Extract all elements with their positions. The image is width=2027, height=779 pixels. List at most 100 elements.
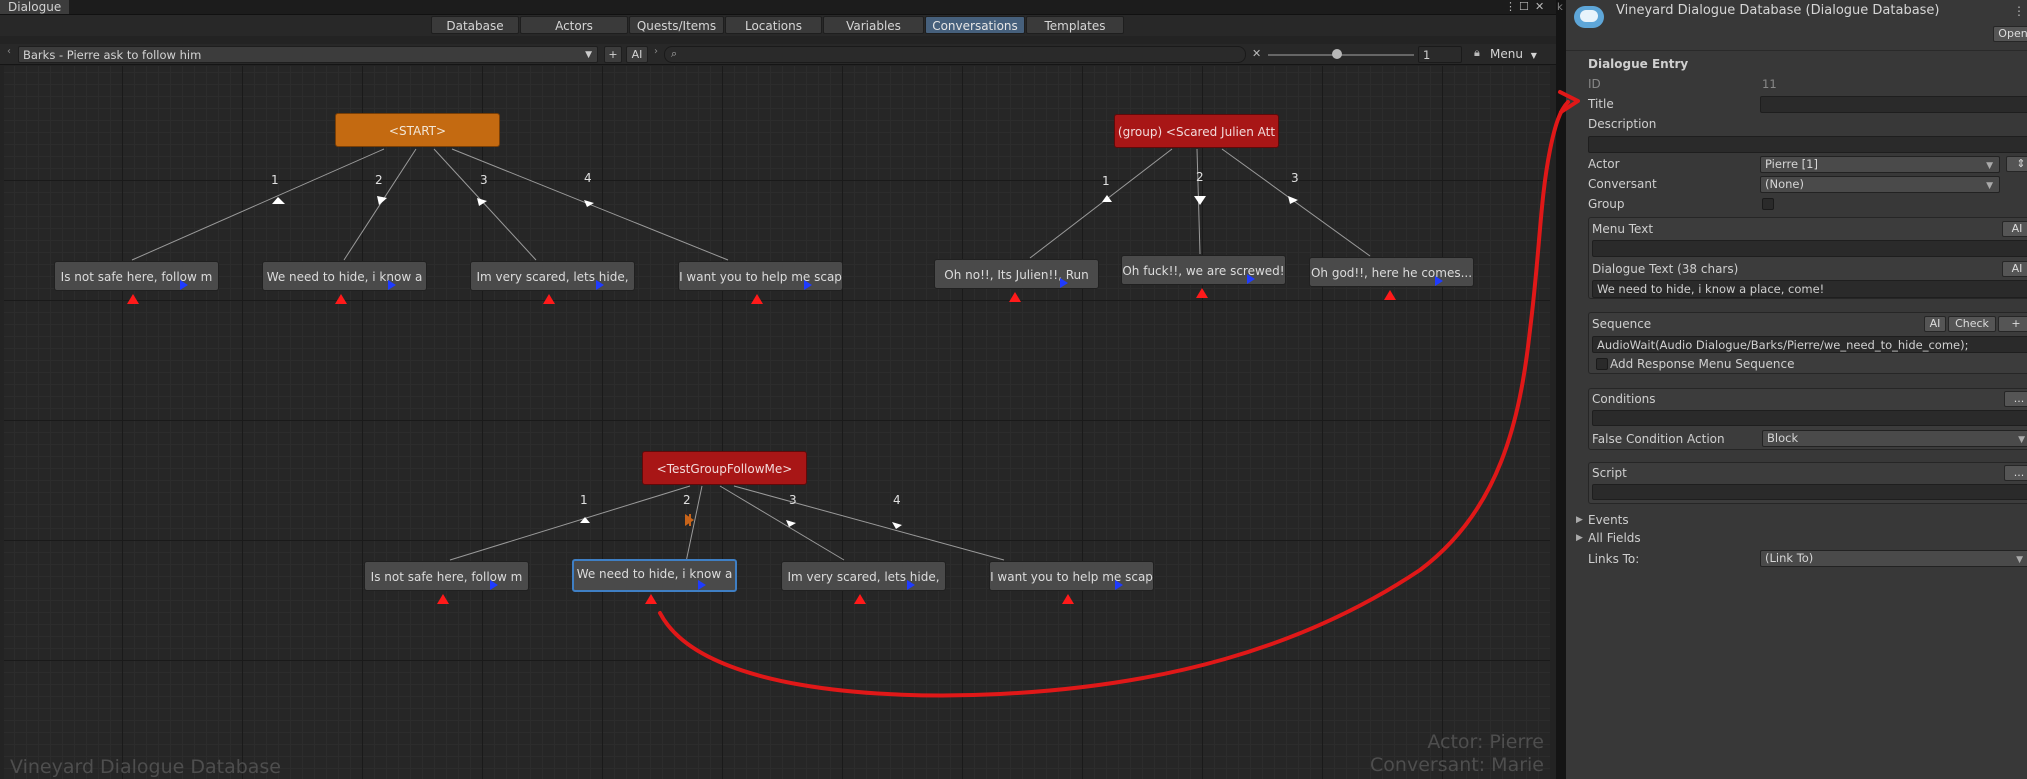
- group-checkbox[interactable]: [1762, 198, 1774, 210]
- conditions-more-button[interactable]: ...: [2004, 391, 2027, 407]
- id-value: 11: [1762, 77, 1777, 91]
- add-response-label: Add Response Menu Sequence: [1610, 357, 1795, 371]
- links-to-label: Links To:: [1588, 552, 1640, 566]
- conditions-field[interactable]: [1592, 410, 2027, 426]
- panel-divider[interactable]: k: [1556, 0, 1566, 779]
- group-node-follow[interactable]: <TestGroupFollowMe>: [642, 451, 807, 485]
- link-arrow-icon[interactable]: [1435, 276, 1443, 286]
- search-field[interactable]: ⌕: [664, 46, 1246, 63]
- actor-options-button[interactable]: ⇕: [2006, 156, 2027, 172]
- inspector-options-icon[interactable]: ⋮: [2013, 4, 2025, 18]
- menu-button[interactable]: Menu ▼: [1490, 46, 1546, 63]
- dialogue-node[interactable]: We need to hide, i know a: [262, 261, 427, 291]
- lock-icon[interactable]: 🔒︎: [1474, 46, 1480, 59]
- check-button[interactable]: Check: [1948, 316, 1996, 332]
- ai-button[interactable]: AI: [626, 46, 648, 63]
- node-graph-canvas[interactable]: 1 2 3 4 1 2 3 1 2 3 4 <START> (group) <S…: [4, 66, 1550, 779]
- sequence-add-button[interactable]: +: [1998, 316, 2027, 332]
- menu-label: Menu: [1490, 47, 1523, 61]
- start-node[interactable]: <START>: [335, 113, 500, 147]
- title-field[interactable]: [1760, 96, 2027, 113]
- link-arrow-icon[interactable]: [804, 280, 812, 290]
- actor-label: Actor: [1588, 157, 1620, 171]
- menu-text-ai-button[interactable]: AI: [2002, 221, 2027, 237]
- dialogue-node[interactable]: I want you to help me scap: [678, 261, 843, 291]
- window-tab-dialogue[interactable]: Dialogue: [0, 0, 70, 14]
- dialogue-node[interactable]: Oh no!!, Its Julien!!, Run: [934, 259, 1099, 289]
- dialogue-node[interactable]: I want you to help me scap: [989, 561, 1154, 591]
- dialogue-node[interactable]: Im very scared, lets hide,: [470, 261, 635, 291]
- id-label: ID: [1588, 77, 1601, 91]
- menu-text-field[interactable]: [1592, 240, 2027, 257]
- dialogue-text-field[interactable]: We need to hide, i know a place, come!: [1592, 280, 2027, 298]
- dialogue-node[interactable]: Oh fuck!!, we are screwed!: [1121, 255, 1286, 285]
- sequence-field[interactable]: AudioWait(Audio Dialogue/Barks/Pierre/we…: [1592, 336, 2027, 353]
- maximize-icon[interactable]: ☐: [1519, 0, 1529, 13]
- actor-dropdown[interactable]: Pierre [1] ▼: [1760, 156, 2000, 173]
- conversant-dropdown[interactable]: (None) ▼: [1760, 176, 2000, 193]
- tab-database[interactable]: Database: [431, 16, 519, 34]
- false-condition-dropdown[interactable]: Block ▼: [1762, 430, 2027, 447]
- dialogue-node[interactable]: Im very scared, lets hide,: [781, 561, 946, 591]
- link-arrow-icon[interactable]: [596, 280, 604, 290]
- link-arrow-icon[interactable]: [698, 580, 706, 590]
- red-marker-icon: [335, 294, 347, 304]
- dialogue-node[interactable]: Is not safe here, follow m: [364, 561, 529, 591]
- dialogue-node[interactable]: Is not safe here, follow m: [54, 261, 219, 291]
- group-label: Group: [1588, 197, 1625, 211]
- more-options-icon[interactable]: ⋮: [1505, 0, 1516, 13]
- events-foldout[interactable]: Events: [1588, 513, 1629, 527]
- close-icon[interactable]: ✕: [1535, 0, 1545, 13]
- red-marker-icon: [751, 294, 763, 304]
- tab-actors[interactable]: Actors: [520, 16, 628, 34]
- link-number: 1: [580, 493, 588, 507]
- link-number: 4: [584, 171, 592, 185]
- group-node-scared[interactable]: (group) <Scared Julien Att: [1114, 114, 1279, 148]
- add-response-checkbox[interactable]: [1596, 358, 1608, 370]
- link-arrow-icon[interactable]: [388, 280, 396, 290]
- tab-locations[interactable]: Locations: [725, 16, 822, 34]
- sequence-ai-button[interactable]: AI: [1924, 316, 1946, 332]
- dialogue-text-label: Dialogue Text (38 chars): [1592, 262, 1739, 276]
- section-title: Dialogue Entry: [1588, 57, 1689, 71]
- open-button[interactable]: Open: [1993, 26, 2027, 42]
- tab-templates[interactable]: Templates: [1026, 16, 1124, 34]
- link-arrow-icon[interactable]: [1115, 580, 1123, 590]
- dialogue-text-ai-button[interactable]: AI: [2002, 261, 2027, 277]
- menu-text-label: Menu Text: [1592, 222, 1654, 236]
- chevron-left-icon[interactable]: ‹: [7, 46, 11, 57]
- red-marker-icon: [543, 294, 555, 304]
- tab-variables[interactable]: Variables: [823, 16, 924, 34]
- zoom-slider-handle[interactable]: [1332, 49, 1342, 59]
- link-arrow-icon[interactable]: [907, 580, 915, 590]
- add-conversation-button[interactable]: +: [604, 46, 622, 63]
- script-field[interactable]: [1592, 484, 2027, 500]
- all-fields-foldout[interactable]: All Fields: [1588, 531, 1641, 545]
- red-marker-icon: [1009, 292, 1021, 302]
- chevron-right-icon[interactable]: ›: [654, 46, 658, 57]
- divider-label: k: [1557, 2, 1563, 13]
- link-arrow-icon[interactable]: [1247, 274, 1255, 284]
- script-more-button[interactable]: ...: [2004, 465, 2027, 481]
- conversant-label: Conversant: Marie: [1370, 754, 1544, 776]
- link-number: 2: [1196, 170, 1204, 184]
- tab-conversations[interactable]: Conversations: [925, 16, 1025, 34]
- links-to-dropdown[interactable]: (Link To) ▼: [1760, 550, 2027, 567]
- clear-search-icon[interactable]: ✕: [1252, 47, 1262, 60]
- conditions-label: Conditions: [1592, 392, 1656, 406]
- dialogue-node-selected[interactable]: We need to hide, i know a: [572, 559, 737, 592]
- zoom-input[interactable]: 1: [1418, 46, 1462, 63]
- title-label: Title: [1588, 97, 1614, 111]
- link-arrow-icon[interactable]: [180, 280, 188, 290]
- tab-quests-items[interactable]: Quests/Items: [629, 16, 724, 34]
- conversant-value: (None): [1765, 177, 1804, 191]
- all-fields-expand-icon[interactable]: ▶: [1576, 533, 1583, 543]
- description-field[interactable]: [1588, 136, 2027, 153]
- events-expand-icon[interactable]: ▶: [1576, 515, 1583, 525]
- dialogue-node[interactable]: Oh god!!, here he comes...: [1309, 257, 1474, 287]
- conversation-dropdown[interactable]: Barks - Pierre ask to follow him ▼: [18, 46, 598, 63]
- chevron-down-icon: ▼: [2018, 435, 2025, 445]
- red-marker-icon: [1062, 594, 1074, 604]
- link-arrow-icon[interactable]: [490, 580, 498, 590]
- link-arrow-icon[interactable]: [1060, 278, 1068, 288]
